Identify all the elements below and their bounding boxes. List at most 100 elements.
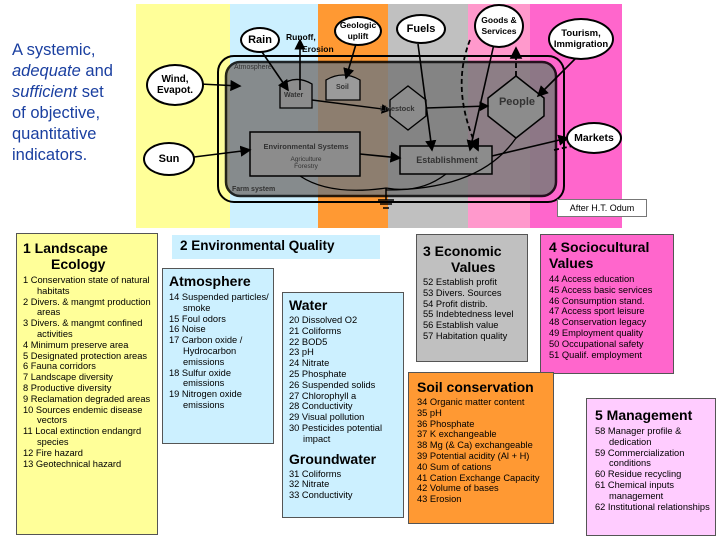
- indicator-item: 13 Geotechnical hazard: [23, 459, 153, 470]
- indicator-item: 40 Sum of cations: [417, 462, 549, 473]
- indicator-item: 14 Suspended particles/ smoke: [169, 292, 269, 314]
- label-atmosphere: Atmosphere: [234, 64, 272, 71]
- source-tourism-immigration: Tourism, Immigration: [548, 18, 614, 60]
- indicator-item: 4 Minimum preserve area: [23, 340, 153, 351]
- panel-economic-values: 3 Economic Values 52 Establish profit53 …: [416, 234, 528, 362]
- indicator-item: 50 Occupational safety: [549, 339, 669, 350]
- indicator-item: 3 Divers. & mangmt confined activities: [23, 318, 153, 340]
- indicator-item: 20 Dissolved O2: [289, 315, 399, 326]
- source-goods-services: Goods & Services: [474, 4, 524, 48]
- soil-items: 34 Organic matter content35 pH36 Phospha…: [417, 397, 549, 505]
- indicator-item: 60 Residue recycling: [595, 469, 711, 480]
- indicator-item: 37 K exchangeable: [417, 429, 549, 440]
- management-title: 5 Management: [595, 407, 711, 423]
- indicator-item: 10 Sources endemic disease vectors: [23, 405, 153, 427]
- atmosphere-items: 14 Suspended particles/ smoke15 Foul odo…: [169, 292, 269, 411]
- sociocultural-title-1: 4 Sociocultural: [549, 239, 669, 255]
- indicator-item: 62 Institutional relationships: [595, 502, 711, 513]
- indicator-item: 18 Sulfur oxide emissions: [169, 368, 269, 390]
- water-title: Water: [289, 297, 399, 313]
- indicator-item: 30 Pesticides potential impact: [289, 423, 399, 445]
- label-livestock: Livestock: [380, 104, 415, 113]
- sink-markets: Markets: [566, 122, 622, 154]
- indicator-item: 56 Establish value: [423, 320, 523, 331]
- source-geologic-uplift: Geologic uplift: [334, 16, 382, 46]
- indicator-item: 54 Profit distrib.: [423, 299, 523, 310]
- source-rain: Rain: [240, 27, 280, 53]
- indicator-item: 15 Foul odors: [169, 314, 269, 325]
- env-quality-title: 2 Environmental Quality: [180, 238, 380, 254]
- economic-title-2: Values: [423, 259, 523, 275]
- indicator-item: 42 Volume of bases: [417, 483, 549, 494]
- landscape-title-1: 1 Landscape: [23, 240, 153, 256]
- indicator-item: 53 Divers. Sources: [423, 288, 523, 299]
- indicator-item: 36 Phosphate: [417, 419, 549, 430]
- landscape-title-2: Ecology: [23, 256, 153, 272]
- panel-sociocultural-values: 4 Sociocultural Values 44 Access educati…: [540, 234, 674, 374]
- indicator-item: 49 Employment quality: [549, 328, 669, 339]
- indicator-item: 11 Local extinction endangrd species: [23, 426, 153, 448]
- sociocultural-title-2: Values: [549, 255, 669, 271]
- label-runoff: Runoff,: [286, 32, 316, 43]
- panel-landscape-ecology: 1 Landscape Ecology 1 Conservation state…: [16, 233, 158, 535]
- indicator-item: 26 Suspended solids: [289, 380, 399, 391]
- indicator-item: 58 Manager profile & dedication: [595, 426, 711, 448]
- indicator-item: 2 Divers. & mangmt production areas: [23, 297, 153, 319]
- economic-items: 52 Establish profit53 Divers. Sources54 …: [423, 277, 523, 342]
- indicator-item: 52 Establish profit: [423, 277, 523, 288]
- landscape-items: 1 Conservation state of natural habitats…: [23, 275, 153, 469]
- indicator-item: 9 Reclamation degraded areas: [23, 394, 153, 405]
- indicator-item: 1 Conservation state of natural habitats: [23, 275, 153, 297]
- indicator-item: 25 Phosphate: [289, 369, 399, 380]
- source-fuels: Fuels: [396, 14, 446, 44]
- label-farm-system: Farm system: [232, 186, 275, 193]
- indicator-item: 8 Productive diversity: [23, 383, 153, 394]
- panel-environmental-quality-header: 2 Environmental Quality: [172, 235, 380, 259]
- economic-title-1: 3 Economic: [423, 243, 523, 259]
- label-erosion: Erosion: [302, 44, 334, 55]
- atmosphere-title: Atmosphere: [169, 273, 269, 289]
- indicator-item: 19 Nitrogen oxide emissions: [169, 389, 269, 411]
- indicator-item: 33 Conductivity: [289, 490, 399, 501]
- indicator-item: 21 Coliforms: [289, 326, 399, 337]
- panel-management: 5 Management 58 Manager profile & dedica…: [586, 398, 716, 536]
- panel-soil-conservation: Soil conservation 34 Organic matter cont…: [408, 372, 554, 524]
- indicator-item: 38 Mg (& Ca) exchangeable: [417, 440, 549, 451]
- indicator-item: 7 Landscape diversity: [23, 372, 153, 383]
- indicator-item: 5 Designated protection areas: [23, 351, 153, 362]
- indicator-item: 16 Noise: [169, 324, 269, 335]
- indicator-item: 59 Commercialization conditions: [595, 448, 711, 470]
- indicator-item: 29 Visual pollution: [289, 412, 399, 423]
- label-establishment: Establishment: [402, 155, 492, 165]
- indicator-item: 6 Fauna corridors: [23, 361, 153, 372]
- systems-diagram: Rain Geologic uplift Fuels Goods & Servi…: [0, 0, 728, 232]
- indicator-item: 31 Coliforms: [289, 469, 399, 480]
- indicator-item: 48 Conservation legacy: [549, 317, 669, 328]
- indicator-item: 12 Fire hazard: [23, 448, 153, 459]
- source-wind-evapot: Wind, Evapot.: [146, 64, 204, 106]
- source-sun: Sun: [143, 142, 195, 176]
- label-agriculture-forestry: Agriculture Forestry: [278, 156, 334, 170]
- indicator-item: 43 Erosion: [417, 494, 549, 505]
- credit-odum: After H.T. Odum: [557, 199, 647, 217]
- groundwater-title: Groundwater: [289, 451, 399, 467]
- indicator-item: 41 Cation Exchange Capacity: [417, 473, 549, 484]
- indicator-item: 61 Chemical inputs management: [595, 480, 711, 502]
- indicator-item: 24 Nitrate: [289, 358, 399, 369]
- indicator-item: 55 Indebtedness level: [423, 309, 523, 320]
- indicator-item: 57 Habitation quality: [423, 331, 523, 342]
- indicator-item: 34 Organic matter content: [417, 397, 549, 408]
- indicator-item: 22 BOD5: [289, 337, 399, 348]
- sociocultural-items: 44 Access education45 Access basic servi…: [549, 274, 669, 360]
- panel-atmosphere: Atmosphere 14 Suspended particles/ smoke…: [162, 268, 274, 444]
- label-water: Water: [284, 92, 303, 99]
- label-soil: Soil: [336, 84, 349, 91]
- indicator-item: 45 Access basic services: [549, 285, 669, 296]
- indicator-item: 51 Qualif. employment: [549, 350, 669, 361]
- label-people: People: [490, 96, 544, 108]
- indicator-item: 32 Nitrate: [289, 479, 399, 490]
- indicator-item: 47 Access sport leisure: [549, 306, 669, 317]
- indicator-item: 28 Conductivity: [289, 401, 399, 412]
